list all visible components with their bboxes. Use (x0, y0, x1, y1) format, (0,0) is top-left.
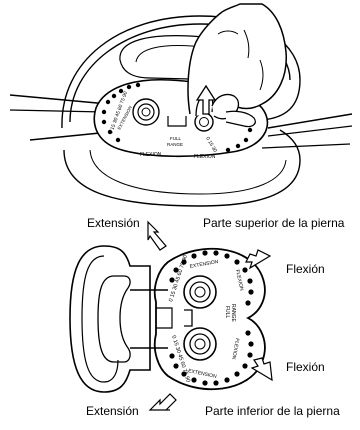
top-hinge-drawing (10, 4, 352, 206)
arrow-flexion-bottom (252, 358, 272, 380)
label-extension-top: Extensión (87, 216, 140, 230)
top-flexion-right: FLEXION (194, 154, 216, 160)
center-range: RANGE (230, 304, 236, 322)
label-upper-leg: Parte superior de la pierna (203, 216, 344, 230)
arrow-extension-bottom (150, 394, 176, 410)
label-flexion-top: Flexión (286, 262, 325, 276)
top-full: FULL (170, 136, 182, 141)
center-full: FULL (224, 306, 230, 318)
label-extension-bottom: Extensión (86, 404, 139, 418)
top-range: RANGE (167, 142, 183, 147)
label-lower-leg: Parte inferior de la pierna (205, 404, 340, 418)
label-flexion-bottom: Flexión (286, 360, 325, 374)
arrow-extension-top (148, 222, 166, 250)
top-flexion-left: FLEXION (140, 152, 162, 158)
